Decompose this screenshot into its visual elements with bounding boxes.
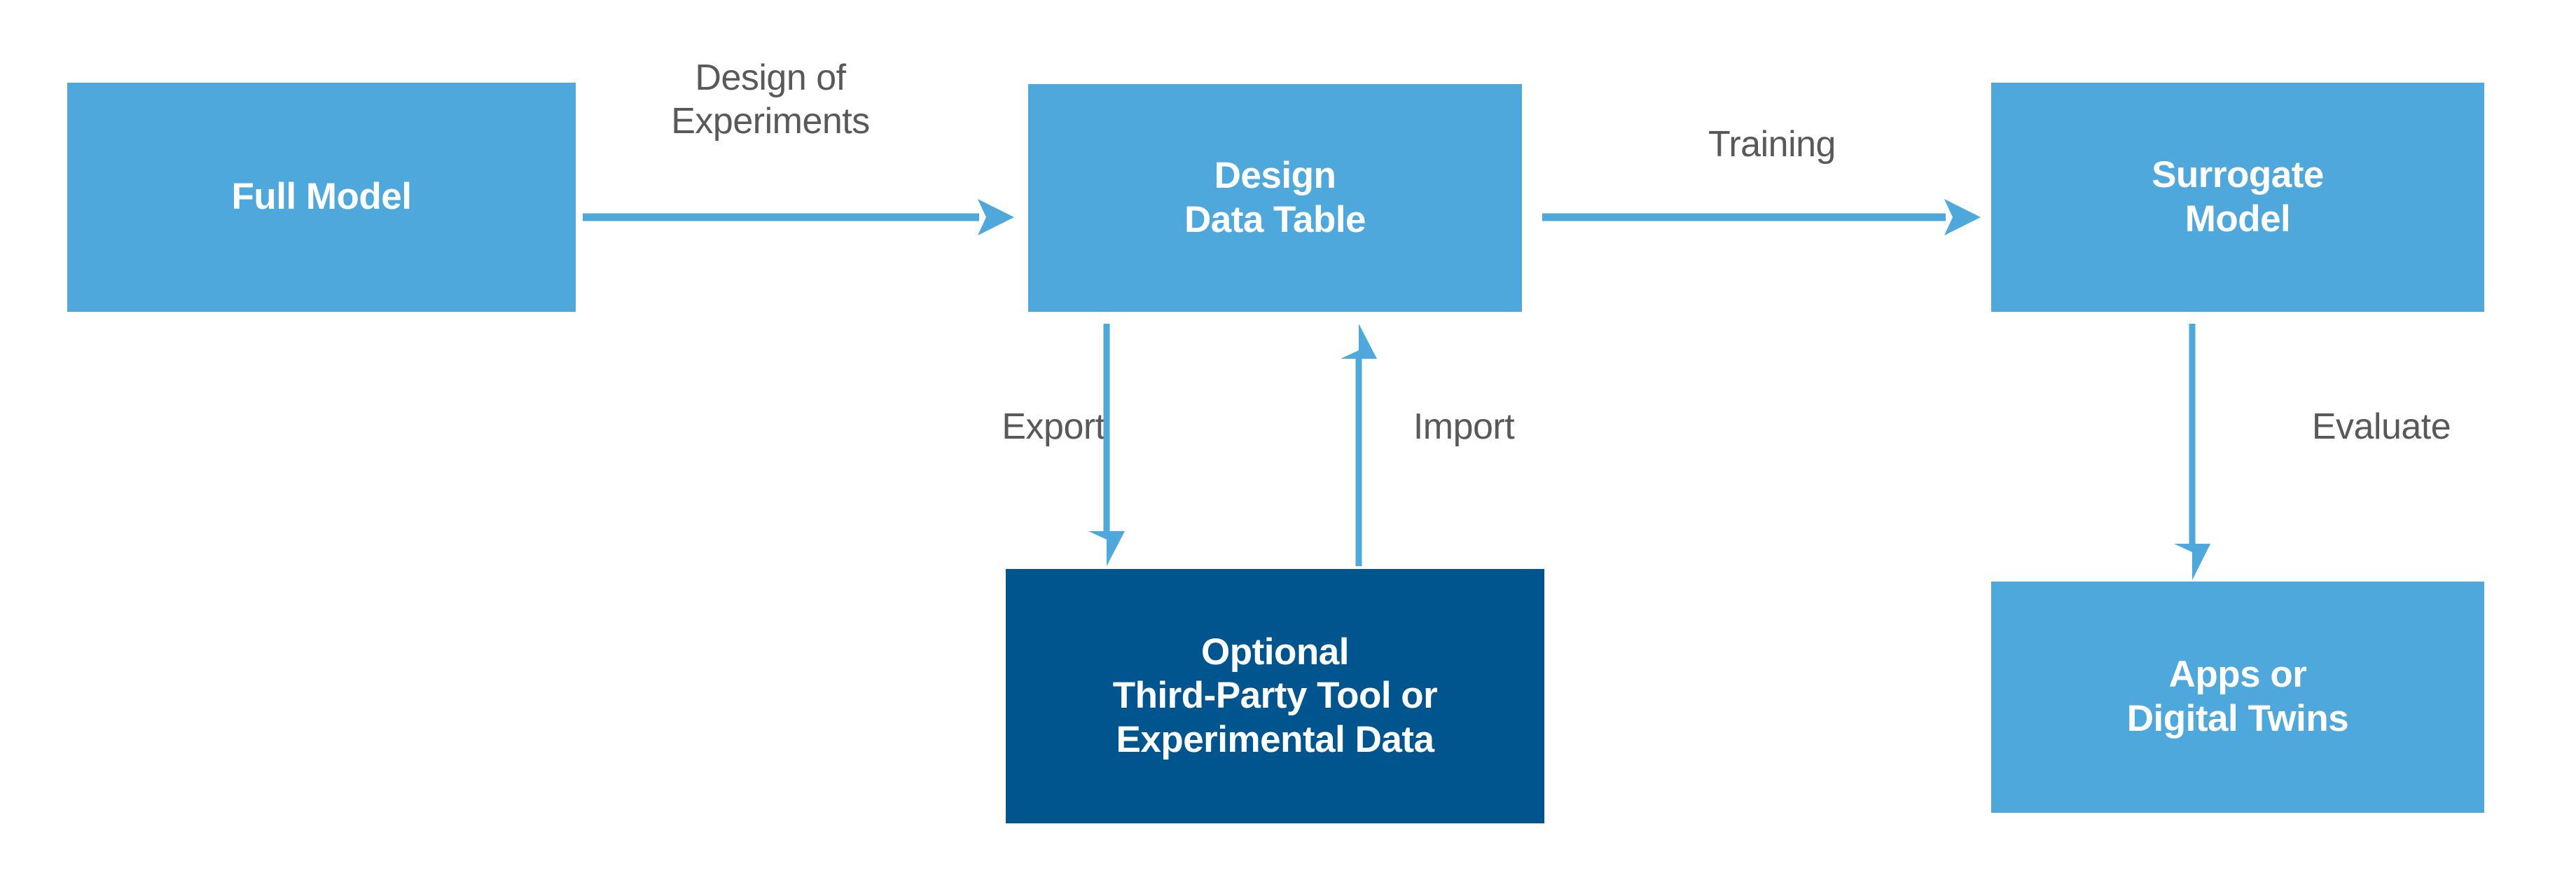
edge-label-import: Import (1413, 406, 1515, 447)
arrow-down-evaluate (2174, 324, 2210, 580)
arrow-right-training (1542, 199, 1981, 235)
edge-label-export: Export (1002, 406, 1105, 447)
node-optional-third-party-tool: Optional Third-Party Tool or Experimenta… (1006, 569, 1544, 823)
node-full-model: Full Model (67, 83, 576, 312)
arrow-down-export (1088, 324, 1125, 566)
node-design-data-table: Design Data Table (1028, 84, 1522, 312)
edge-label-training: Training (1708, 124, 1836, 165)
edge-label-evaluate: Evaluate (2311, 406, 2451, 447)
edge-label-design-of-experiments: Design of Experiments (671, 57, 870, 142)
arrow-up-import (1341, 324, 1377, 566)
node-surrogate-model: Surrogate Model (1991, 83, 2484, 312)
node-apps-or-digital-twins: Apps or Digital Twins (1991, 582, 2484, 813)
arrow-right-design-of-experiments (583, 199, 1014, 235)
